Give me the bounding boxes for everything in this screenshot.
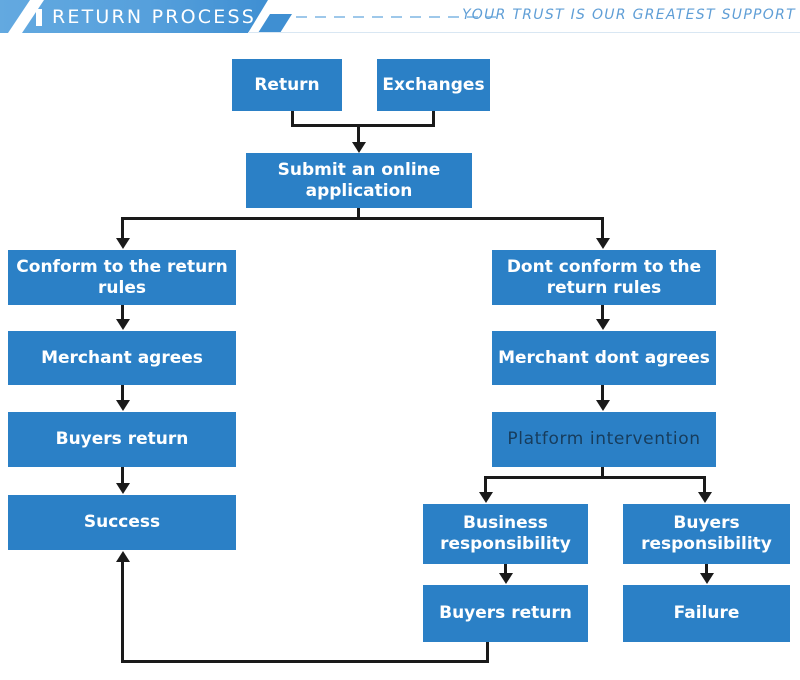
edge-return-to-merge — [291, 111, 294, 127]
edge-split-bar-branches — [121, 217, 604, 220]
header-tagline: YOUR TRUST IS OUR GREATEST SUPPORT — [462, 7, 796, 23]
edge-platform-to-split — [601, 467, 604, 479]
arrow-into-dont-conform — [596, 238, 610, 249]
edge-business-to-buyers-return — [504, 564, 507, 574]
edge-submit-to-split — [357, 208, 360, 220]
banner-dashed-rule — [296, 16, 496, 18]
arrow-feedback-into-success — [116, 551, 130, 562]
banner-accent-chip — [258, 14, 292, 33]
node-dont-conform-to-return-rules: Dont conform to the return rules — [492, 250, 716, 305]
edge-dont-conform-to-merchant-dont — [601, 305, 604, 320]
node-return: Return — [232, 59, 342, 111]
edge-feedback-down-from-buyers-return — [486, 642, 489, 663]
arrow-into-merchant-agrees — [116, 319, 130, 330]
edge-platform-split-bar — [484, 476, 706, 479]
node-merchant-agrees: Merchant agrees — [8, 331, 236, 385]
edge-split-to-dont-conform — [601, 217, 604, 239]
edge-exchanges-to-merge — [432, 111, 435, 127]
arrow-into-conform — [116, 238, 130, 249]
node-merchant-dont-agrees: Merchant dont agrees — [492, 331, 716, 385]
node-platform-intervention: Platform intervention — [492, 412, 716, 467]
edge-feedback-horizontal — [121, 660, 489, 663]
arrow-into-buyers-return-right — [499, 573, 513, 584]
edge-buyers-return-to-success — [121, 467, 124, 484]
arrow-into-merchant-dont-agrees — [596, 319, 610, 330]
edge-merge-to-submit — [357, 124, 360, 143]
edge-buyers-responsibility-to-failure — [705, 564, 708, 574]
arrow-into-submit — [352, 142, 366, 153]
banner-underline — [248, 32, 800, 33]
edge-feedback-up-to-success — [121, 562, 124, 661]
node-success: Success — [8, 495, 236, 550]
edge-split-to-conform — [121, 217, 124, 239]
page-header: RETURN PROCESS YOUR TRUST IS OUR GREATES… — [0, 0, 800, 36]
arrow-into-buyers-responsibility — [698, 492, 712, 503]
edge-merchant-dont-to-platform — [601, 385, 604, 401]
node-failure: Failure — [623, 585, 790, 642]
edge-merchant-agrees-to-buyers-return — [121, 385, 124, 401]
node-buyers-return-right: Buyers return — [423, 585, 588, 642]
arrow-into-buyers-return-left — [116, 400, 130, 411]
node-buyers-return-left: Buyers return — [8, 412, 236, 467]
arrow-into-platform-intervention — [596, 400, 610, 411]
node-buyers-responsibility: Buyers responsibility — [623, 504, 790, 564]
arrow-into-success — [116, 483, 130, 494]
edge-merge-bar-top — [291, 124, 435, 127]
node-conform-to-return-rules: Conform to the return rules — [8, 250, 236, 305]
page-title: RETURN PROCESS — [52, 6, 256, 28]
banner-tick-icon — [36, 9, 42, 26]
arrow-into-failure — [700, 573, 714, 584]
node-exchanges: Exchanges — [377, 59, 490, 111]
edge-split-to-buyers-responsibility — [703, 476, 706, 494]
arrow-into-business-responsibility — [479, 492, 493, 503]
node-business-responsibility: Business responsibility — [423, 504, 588, 564]
header-banner-shape — [0, 0, 268, 33]
edge-conform-to-merchant-agrees — [121, 305, 124, 320]
node-submit-application: Submit an online application — [246, 153, 472, 208]
edge-split-to-business-responsibility — [484, 476, 487, 494]
